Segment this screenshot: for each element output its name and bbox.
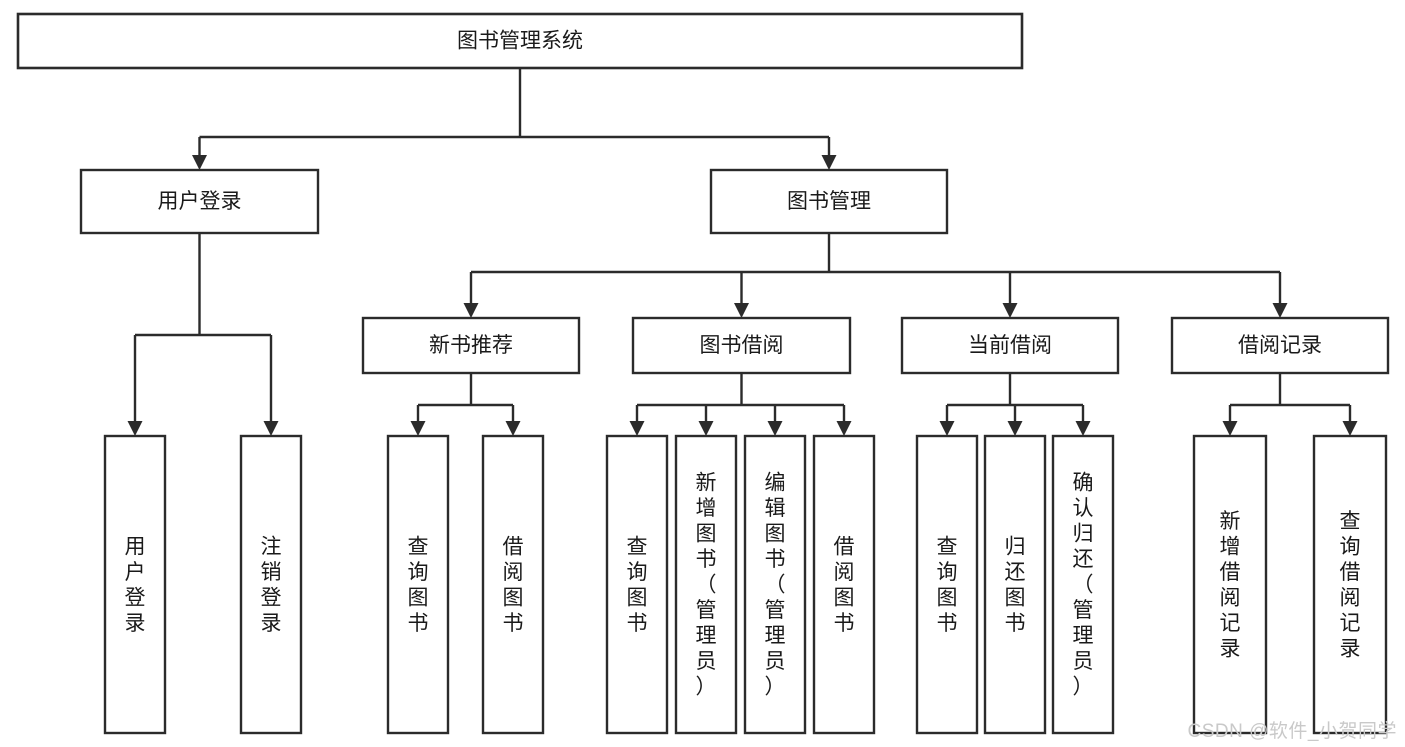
node-label-confirm-return-admin: 确认归还（管理员）	[1073, 472, 1094, 699]
arrow-head-icon	[1002, 303, 1018, 318]
node-box-book-borrow	[631, 316, 852, 375]
node-box-borrow-book-2	[812, 434, 876, 735]
node-box-current-borrow	[900, 316, 1120, 375]
node-label-root: 图书管理系统	[457, 30, 583, 53]
node-root[interactable]: 图书管理系统	[16, 12, 1024, 70]
node-borrow-book-1[interactable]: 借阅图书	[481, 434, 545, 735]
node-box-user-logout	[239, 434, 303, 735]
node-user-login[interactable]: 用户登录	[79, 168, 320, 235]
arrow-head-icon	[1007, 421, 1023, 436]
node-label-borrow-book-1: 借阅图书	[503, 535, 524, 635]
node-new-book-recommend[interactable]: 新书推荐	[361, 316, 581, 375]
node-box-book-manage	[709, 168, 949, 235]
node-return-book[interactable]: 归还图书	[983, 434, 1047, 735]
arrow-head-icon	[836, 421, 852, 436]
node-borrow-book-2[interactable]: 借阅图书	[812, 434, 876, 735]
node-box-query-book-3	[915, 434, 979, 735]
node-box-user-login-do	[103, 434, 167, 735]
node-query-book-3[interactable]: 查询图书	[915, 434, 979, 735]
node-box-new-book-recommend	[361, 316, 581, 375]
node-query-borrow-record[interactable]: 查询借阅记录	[1312, 434, 1388, 735]
node-label-add-borrow-record: 新增借阅记录	[1220, 510, 1241, 661]
node-box-edit-book-admin	[743, 434, 807, 735]
node-book-manage[interactable]: 图书管理	[709, 168, 949, 235]
node-label-book-borrow: 图书借阅	[700, 334, 784, 357]
arrow-head-icon	[767, 421, 783, 436]
arrow-head-icon	[1222, 421, 1238, 436]
node-label-query-book-1: 查询图书	[408, 535, 429, 635]
node-add-book-admin[interactable]: 新增图书（管理员）	[674, 434, 738, 735]
node-box-root	[16, 12, 1024, 70]
node-add-borrow-record[interactable]: 新增借阅记录	[1192, 434, 1268, 735]
arrow-head-icon	[410, 421, 426, 436]
node-box-borrow-book-1	[481, 434, 545, 735]
arrow-head-icon	[1342, 421, 1358, 436]
node-box-query-book-2	[605, 434, 669, 735]
node-label-query-book-3: 查询图书	[937, 535, 958, 635]
node-user-login-do[interactable]: 用户登录	[103, 434, 167, 735]
node-label-borrow-record: 借阅记录	[1238, 334, 1322, 357]
connector-edges	[127, 68, 1358, 436]
node-confirm-return-admin[interactable]: 确认归还（管理员）	[1051, 434, 1115, 735]
arrow-head-icon	[505, 421, 521, 436]
node-borrow-record[interactable]: 借阅记录	[1170, 316, 1390, 375]
node-label-book-manage: 图书管理	[787, 190, 871, 213]
arrow-head-icon	[127, 421, 143, 436]
node-label-query-borrow-record: 查询借阅记录	[1340, 510, 1361, 661]
node-label-current-borrow: 当前借阅	[968, 334, 1052, 357]
node-label-return-book: 归还图书	[1005, 535, 1026, 635]
node-label-add-book-admin: 新增图书（管理员）	[696, 472, 717, 699]
node-label-new-book-recommend: 新书推荐	[429, 334, 513, 357]
node-query-book-2[interactable]: 查询图书	[605, 434, 669, 735]
arrow-head-icon	[698, 421, 714, 436]
arrow-head-icon	[1075, 421, 1091, 436]
node-box-borrow-record	[1170, 316, 1390, 375]
node-book-borrow[interactable]: 图书借阅	[631, 316, 852, 375]
node-label-edit-book-admin: 编辑图书（管理员）	[765, 472, 786, 699]
node-query-book-1[interactable]: 查询图书	[386, 434, 450, 735]
node-box-query-borrow-record	[1312, 434, 1388, 735]
node-label-user-login: 用户登录	[158, 190, 242, 213]
arrow-head-icon	[629, 421, 645, 436]
node-box-add-borrow-record	[1192, 434, 1268, 735]
node-box-return-book	[983, 434, 1047, 735]
arrow-head-icon	[734, 303, 749, 318]
node-box-confirm-return-admin	[1051, 434, 1115, 735]
node-box-add-book-admin	[674, 434, 738, 735]
arrow-head-icon	[263, 421, 279, 436]
node-label-query-book-2: 查询图书	[627, 535, 648, 635]
node-box-query-book-1	[386, 434, 450, 735]
node-edit-book-admin[interactable]: 编辑图书（管理员）	[743, 434, 807, 735]
arrow-head-icon	[192, 155, 207, 170]
node-box-user-login	[79, 168, 320, 235]
arrow-head-icon	[821, 155, 837, 170]
node-user-logout[interactable]: 注销登录	[239, 434, 303, 735]
node-label-user-login-do: 用户登录	[125, 535, 146, 635]
csdn-watermark: CSDN @软件_小贺同学	[1187, 721, 1397, 742]
node-label-user-logout: 注销登录	[261, 535, 282, 635]
node-label-borrow-book-2: 借阅图书	[834, 535, 855, 635]
arrow-head-icon	[1272, 303, 1288, 318]
arrow-head-icon	[463, 303, 479, 318]
arrow-head-icon	[939, 421, 955, 436]
node-current-borrow[interactable]: 当前借阅	[900, 316, 1120, 375]
